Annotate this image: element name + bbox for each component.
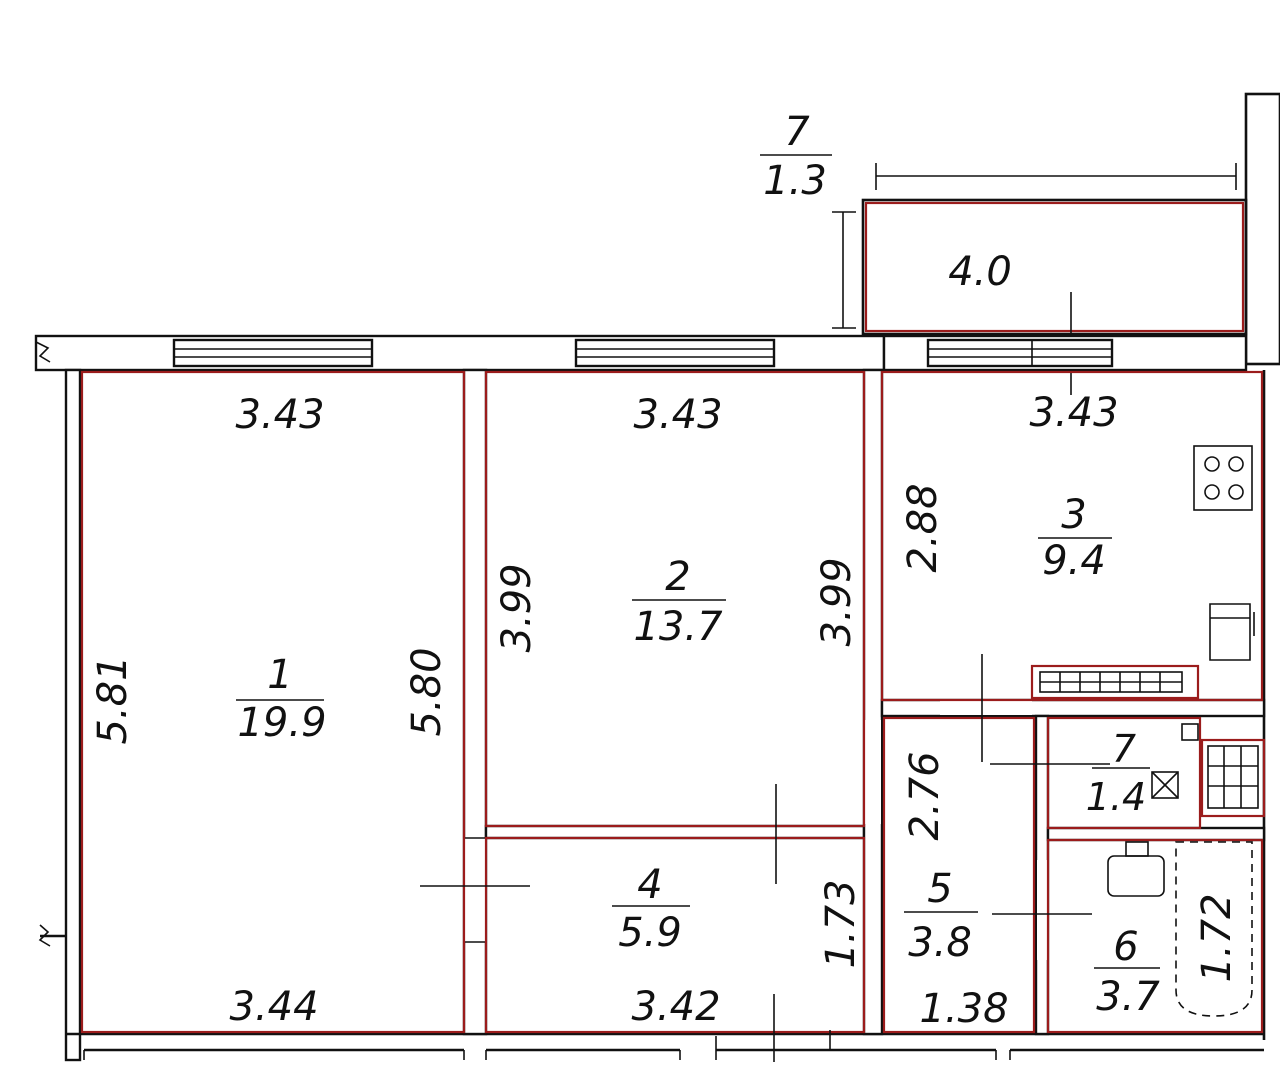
wall-break-mark bbox=[35, 341, 51, 363]
window bbox=[172, 338, 374, 368]
room-number: 5 bbox=[927, 866, 952, 912]
exterior-wall-top bbox=[34, 334, 1248, 372]
room-area: 1.4 bbox=[1086, 775, 1146, 819]
room-number: 3 bbox=[1061, 492, 1086, 538]
dimension-label: 3.44 bbox=[229, 984, 318, 1030]
dimension-label: 3.43 bbox=[235, 392, 324, 438]
dimension-label: 1.73 bbox=[818, 879, 864, 968]
room-area: 13.7 bbox=[633, 604, 723, 650]
room-5-label: 5 3.8 bbox=[904, 866, 978, 966]
door-marks bbox=[420, 654, 1110, 1062]
dimension-label: 1.72 bbox=[1194, 893, 1240, 982]
dimension-label: 5.80 bbox=[404, 647, 450, 736]
room-number: 6 bbox=[1113, 924, 1138, 970]
room-outlines bbox=[80, 370, 1264, 1034]
room-3-label: 3 9.4 bbox=[1038, 492, 1112, 584]
dimension-label: 3.43 bbox=[1029, 390, 1118, 436]
room-number: 1 bbox=[267, 652, 292, 698]
window bbox=[574, 338, 776, 368]
radiator-icon bbox=[1030, 664, 1200, 700]
balcony-area: 1.3 bbox=[763, 158, 827, 204]
room-area: 9.4 bbox=[1042, 538, 1106, 584]
room-7-label: 7 1.4 bbox=[1086, 727, 1150, 819]
sink-icon bbox=[1209, 603, 1255, 661]
balcony: 7 1.3 4.0 bbox=[760, 109, 1248, 395]
dimension-label: 3.99 bbox=[814, 557, 860, 646]
balcony-area-outline bbox=[864, 201, 1245, 333]
dimension-label: 3.42 bbox=[631, 984, 720, 1030]
room-number: 2 bbox=[665, 554, 690, 600]
window bbox=[926, 338, 1114, 368]
dimension-labels: 3.43 3.43 3.43 3.44 3.42 1.38 5.81 5.80 … bbox=[90, 390, 1240, 1032]
stove-icon bbox=[1193, 445, 1253, 511]
room-6-label: 6 3.7 bbox=[1094, 924, 1160, 1020]
room-2-label: 2 13.7 bbox=[632, 554, 726, 650]
room-area: 5.9 bbox=[618, 910, 682, 956]
dimension-label: 2.88 bbox=[900, 483, 946, 572]
interior-walls bbox=[462, 368, 1266, 1036]
room-number: 4 bbox=[637, 862, 662, 908]
dimension-label: 1.38 bbox=[919, 986, 1008, 1032]
neighbour-wall bbox=[1244, 92, 1280, 366]
dimension-label: 2.76 bbox=[902, 751, 948, 840]
dimension-label: 3.43 bbox=[633, 392, 722, 438]
room-4-label: 4 5.9 bbox=[612, 862, 690, 956]
room-area: 3.8 bbox=[908, 920, 972, 966]
bathtub-icon bbox=[1175, 841, 1253, 1017]
room-number: 7 bbox=[1112, 727, 1136, 771]
balcony-number: 7 bbox=[784, 109, 810, 155]
dimension-label: 5.81 bbox=[90, 655, 136, 744]
exterior-wall-left bbox=[64, 368, 82, 1062]
dimension-label: 3.99 bbox=[494, 563, 540, 652]
room-area: 19.9 bbox=[237, 700, 326, 746]
exterior-wall-bottom bbox=[66, 1032, 1264, 1060]
toilet-icon bbox=[1107, 841, 1165, 897]
balcony-length: 4.0 bbox=[948, 249, 1012, 295]
room-1-label: 1 19.9 bbox=[236, 652, 327, 746]
room-area: 3.7 bbox=[1096, 974, 1160, 1020]
vent-icon bbox=[1151, 771, 1179, 799]
ventilation-shaft-icon bbox=[1181, 723, 1266, 818]
balcony-outline bbox=[861, 198, 1248, 336]
